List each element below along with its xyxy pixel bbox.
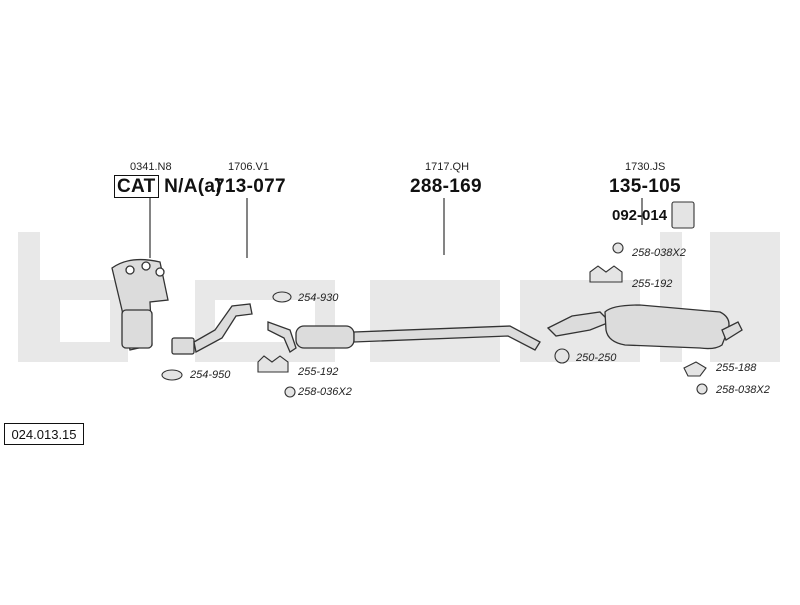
cat-badge: CAT	[114, 175, 159, 198]
bracket-part: 092-014	[612, 207, 668, 224]
fitting-label-1: 255-192	[298, 366, 339, 378]
front-pipe	[171, 303, 253, 355]
fitting-label-8: 258-038X2	[716, 384, 770, 396]
group-part-3: 135-105	[609, 176, 681, 197]
centre-pipe	[267, 321, 541, 353]
group-ref-0: 0341.N8	[130, 161, 172, 173]
rear-silencer	[546, 304, 743, 350]
manifold-catalyst	[111, 258, 169, 351]
group-part-1: 713-077	[214, 176, 286, 197]
fitting-label-2: 258-036X2	[298, 386, 352, 398]
fitting-label-6: 255-192	[632, 278, 673, 290]
fitting-label-7: 255-188	[716, 362, 757, 374]
group-ref-1: 1706.V1	[228, 161, 269, 173]
fittings	[161, 201, 708, 398]
group-ref-2: 1717.QH	[425, 161, 470, 173]
group-part-0: CAT N/A(a)	[114, 175, 222, 198]
group-part-0-code: N/A(a)	[164, 176, 222, 197]
fitting-label-5: 258-038X2	[632, 247, 686, 259]
leader-lines	[149, 198, 643, 258]
fitting-label-4: 250-250	[576, 352, 617, 364]
catalog-id-box: 024.013.15	[4, 423, 84, 445]
group-ref-3: 1730.JS	[625, 161, 666, 173]
group-part-2: 288-169	[410, 176, 482, 197]
fitting-label-3: 254-950	[190, 369, 231, 381]
fitting-label-0: 254-930	[298, 292, 339, 304]
